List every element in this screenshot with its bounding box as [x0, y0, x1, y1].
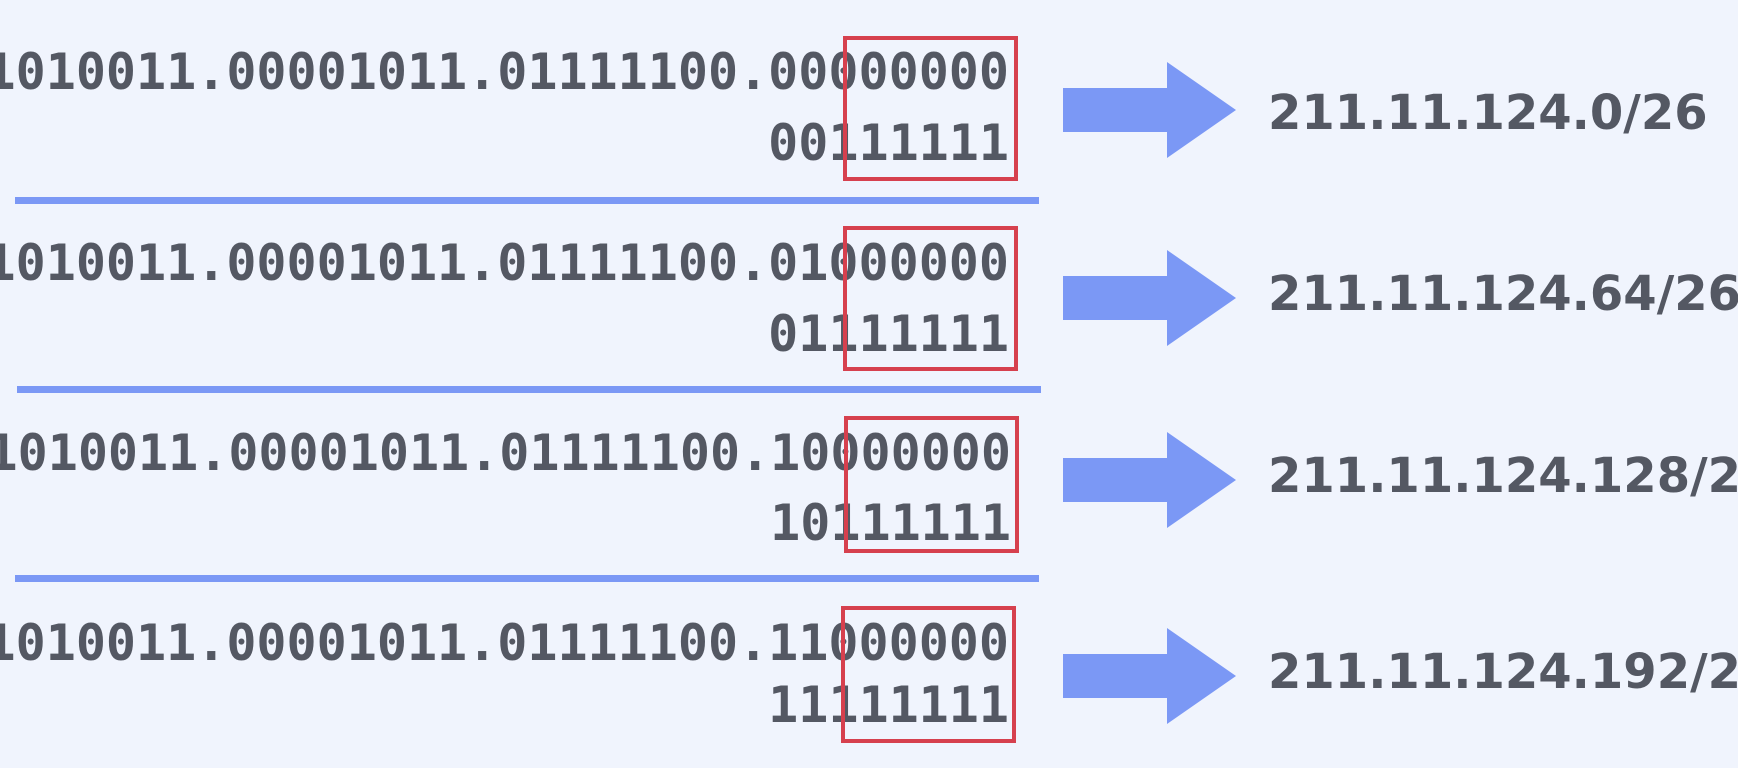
row-2-host-bits-box [843, 226, 1018, 371]
row-1-broadcast-binary: 00111111 [768, 114, 1009, 172]
row-1-host-bits-box [843, 36, 1018, 181]
row-2-arrow-icon [1063, 250, 1236, 346]
row-3-address-binary: 11010011.00001011.01111100.10000000 [0, 424, 1011, 482]
row-divider-1 [15, 197, 1039, 204]
row-3-broadcast-binary: 10111111 [770, 494, 1011, 552]
row-4-arrow-icon [1063, 628, 1236, 724]
row-4-subnet-label: 211.11.124.192/26 [1268, 644, 1738, 700]
row-4-address-binary: 11010011.00001011.01111100.11000000 [0, 614, 1009, 672]
row-4-broadcast-binary: 11111111 [768, 676, 1009, 734]
row-3-host-bits-box [844, 416, 1019, 553]
row-2-address-binary: 11010011.00001011.01111100.01000000 [0, 234, 1009, 292]
row-3-arrow-icon [1063, 432, 1236, 528]
row-1-subnet-label: 211.11.124.0/26 [1268, 85, 1708, 141]
row-3-subnet-label: 211.11.124.128/26 [1268, 448, 1738, 504]
row-1-arrow-icon [1063, 62, 1236, 158]
row-divider-2 [17, 386, 1041, 393]
row-4-host-bits-box [841, 606, 1016, 743]
row-2-broadcast-binary: 01111111 [768, 305, 1009, 363]
row-2-subnet-label: 211.11.124.64/26 [1268, 266, 1738, 322]
row-divider-3 [15, 575, 1039, 582]
row-1-address-binary: 11010011.00001011.01111100.00000000 [0, 43, 1009, 101]
